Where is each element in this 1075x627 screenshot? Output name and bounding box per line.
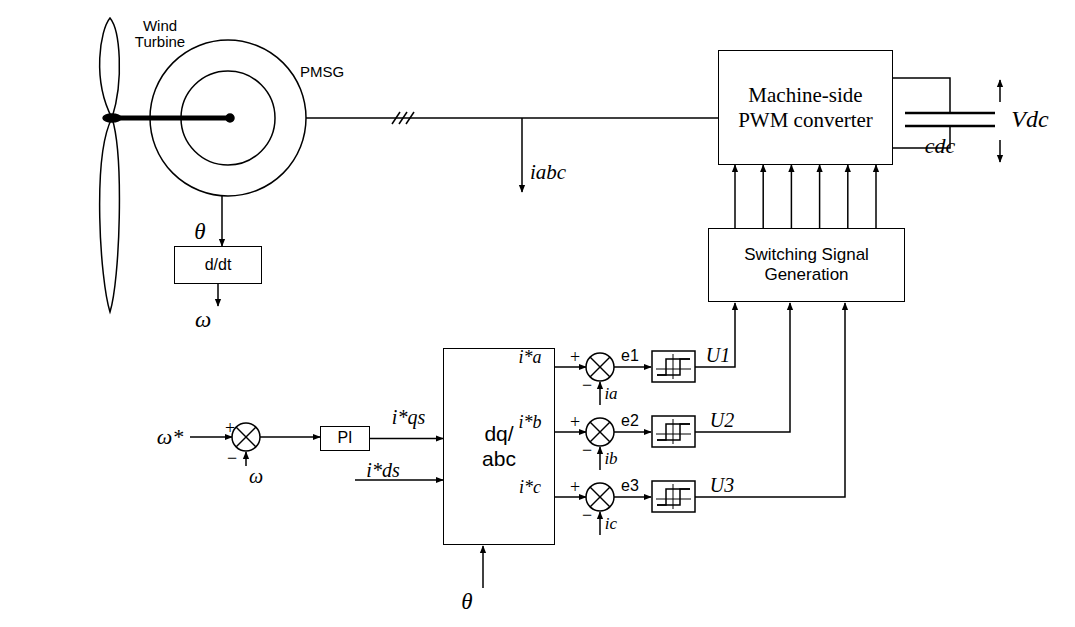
- signal-label: ω*: [157, 425, 184, 448]
- speed-feedback-wire: [245, 452, 247, 466]
- signal-label: i*ds: [366, 460, 399, 481]
- hub: [103, 114, 121, 122]
- signal-label: −: [582, 506, 592, 525]
- signal-label: iabc: [530, 161, 566, 183]
- signal-label: −: [582, 441, 592, 460]
- block-text: dq/ abc: [478, 422, 520, 470]
- summing-junction: [232, 423, 260, 451]
- signal-label: i*c: [519, 478, 541, 497]
- shaft-end: [226, 114, 234, 122]
- signal-label: e3: [621, 478, 639, 495]
- signal-label: −: [227, 449, 237, 468]
- signal-label: Wind Turbine: [125, 18, 195, 50]
- edge-label: i*qs: [392, 406, 425, 427]
- signal-label: −: [582, 376, 592, 395]
- speed-error-wire: [260, 436, 320, 438]
- signal-label: ia: [604, 385, 617, 403]
- signal-label: θ: [194, 220, 205, 244]
- theta-arrow: [221, 196, 223, 246]
- current-loop-row: [555, 303, 790, 470]
- vdc-arrow-down: [999, 140, 1001, 162]
- signal-label: U2: [710, 410, 734, 431]
- block-box: Switching Signal Generation: [708, 228, 905, 302]
- theta-in-wire: [482, 546, 484, 588]
- signal-label: U3: [710, 475, 734, 496]
- signal-label: PMSG: [300, 64, 344, 80]
- signal-label: e1: [621, 348, 639, 365]
- signal-label: i*a: [518, 348, 541, 367]
- block-box: dq/ abc: [443, 348, 555, 545]
- signal-label: +: [570, 413, 580, 432]
- three-phase-ticks: [392, 112, 414, 124]
- omega-arrow: [217, 284, 219, 306]
- block-text: Machine-side PWM converter: [726, 83, 886, 131]
- block-box: PI: [320, 426, 370, 451]
- signal-label: U1: [706, 345, 730, 366]
- signal-connector: [370, 438, 443, 440]
- current-loop-row: [555, 303, 735, 405]
- block-box: Machine-side PWM converter: [718, 50, 893, 165]
- signal-label: ω: [195, 308, 211, 332]
- signal-label: Vdc: [1011, 107, 1048, 132]
- turbine-blades: [100, 18, 120, 312]
- current-arrow: [521, 118, 523, 192]
- signal-label: cdc: [925, 134, 956, 157]
- block-text: d/dt: [205, 256, 232, 274]
- signal-label: ic: [605, 515, 617, 533]
- shaft: [106, 116, 230, 121]
- vdc-arrow-up: [999, 80, 1001, 102]
- signal-connector: [735, 165, 876, 228]
- signal-label: e2: [621, 413, 639, 430]
- ac-line: [306, 117, 718, 119]
- signal-label: +: [570, 348, 580, 367]
- current-loop-row: [555, 303, 845, 535]
- signal-label: i*b: [518, 413, 541, 432]
- block-text: Switching Signal Generation: [722, 245, 892, 284]
- block-box: d/dt: [174, 246, 262, 284]
- signal-label: ω: [249, 466, 263, 487]
- signal-label: θ: [461, 590, 472, 614]
- block-text: PI: [337, 429, 352, 447]
- signal-label: +: [570, 478, 580, 497]
- signal-label: ib: [604, 450, 617, 468]
- signal-label: +: [225, 419, 235, 438]
